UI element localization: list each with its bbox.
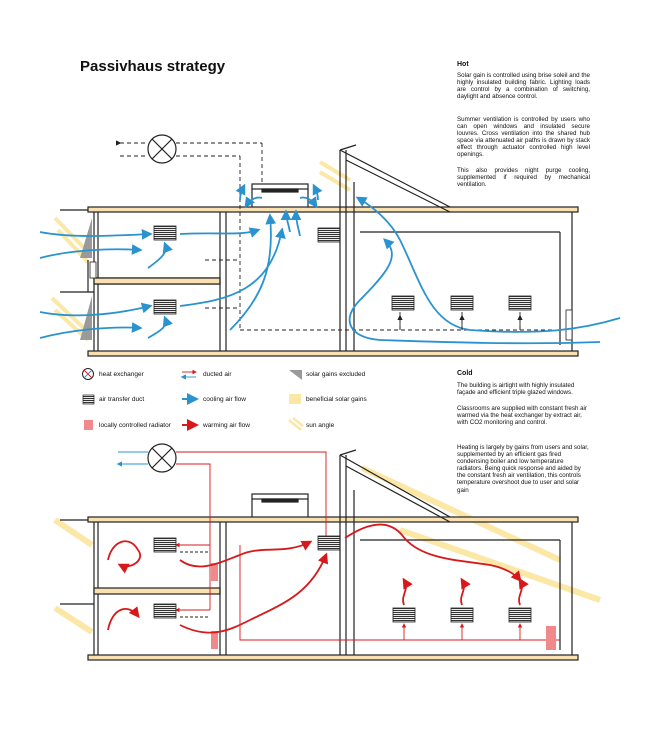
sun-rays-cold: [53, 465, 601, 635]
heat-exchanger-hot: [147, 134, 177, 164]
hot-paragraph-1: Solar gain is controlled using brise sol…: [457, 72, 590, 101]
solar-excluded-wedge: [80, 218, 92, 258]
air-transfer-duct-icon: [82, 394, 95, 405]
cold-section: [53, 443, 601, 661]
solar-gains-excluded-icon: [289, 370, 302, 380]
cooling-air-flows: [39, 183, 621, 345]
page-title: Passivhaus strategy: [80, 58, 226, 75]
heat-exchanger-cold: [147, 443, 177, 473]
air-transfer-ducts-cold: [153, 535, 532, 623]
cold-paragraph-2: Classrooms are supplied with constant fr…: [457, 405, 587, 427]
legend-label-sun-angle: sun angle: [306, 422, 335, 429]
beneficial-solar-gains-icon: [289, 394, 301, 404]
locally-controlled-radiator-icon: [84, 420, 93, 430]
solar-excluded-wedge: [80, 296, 92, 340]
legend-label-cooling-air-flow: cooling air flow: [203, 396, 246, 403]
legend-label-beneficial-solar-gains: beneficial solar gains: [306, 396, 367, 403]
hot-heading: Hot: [457, 61, 469, 68]
cold-paragraph-1: The building is airtight with highly ins…: [457, 382, 575, 397]
ducted-air-icon: [180, 369, 197, 380]
building-structure-hot: [60, 144, 579, 357]
radiator-hot: [89, 261, 97, 279]
warming-air-flows: [107, 523, 529, 634]
cold-paragraph-3: Heating is largely by gains from users a…: [457, 444, 589, 494]
locally-controlled-radiators: [211, 563, 556, 650]
air-transfer-ducts-hot: [153, 225, 532, 315]
hot-paragraph-2: Summer ventilation is controlled by user…: [457, 116, 590, 159]
legend-label-locally-controlled-radiator: locally controlled radiator: [99, 422, 171, 429]
ducted-air-cold: [116, 451, 560, 641]
legend-label-heat-exchanger: heat exchanger: [99, 371, 144, 378]
hot-section: [39, 134, 621, 357]
legend-label-solar-gains-excluded: solar gains excluded: [306, 371, 366, 378]
legend-label-air-transfer-duct: air transfer duct: [99, 396, 145, 403]
radiator-hot: [565, 309, 573, 341]
hot-up-arrows: [397, 314, 523, 330]
heat-exchanger-icon: [82, 368, 94, 380]
cold-heading: Cold: [457, 370, 473, 377]
legend-label-ducted-air: ducted air: [203, 371, 232, 378]
legend-label-warming-air-flow: warming air flow: [203, 422, 250, 429]
building-structure-cold: [60, 449, 579, 661]
hot-paragraph-3: This also provides night purge cooling, …: [457, 167, 590, 189]
sun-angle-icon: [288, 417, 304, 431]
legend: [82, 368, 304, 431]
